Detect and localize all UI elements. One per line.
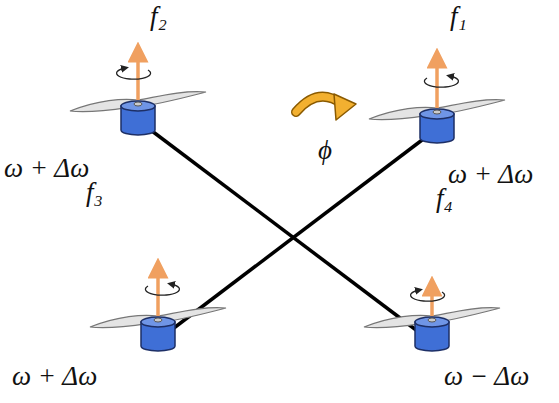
force-label: f₂ — [150, 2, 167, 32]
rotor-speed-label: ω + Δω — [12, 362, 97, 392]
rotation-arrow — [411, 290, 445, 301]
frame-arm — [148, 128, 424, 336]
force-label: f₃ — [86, 178, 103, 208]
roll-arrow — [296, 94, 356, 120]
rotor-speed-label: ω + Δω — [448, 160, 533, 190]
force-label: f₄ — [436, 184, 453, 214]
thrust-arrow — [136, 52, 140, 100]
rotation-arrow — [424, 76, 458, 87]
thrust-arrow — [156, 268, 160, 316]
thrust-arrow — [435, 58, 439, 108]
rotation-arrow — [145, 284, 179, 295]
rotation-arrow — [117, 68, 151, 79]
frame-arm — [166, 134, 430, 334]
rotor-speed-label: ω + Δω — [4, 154, 89, 184]
rotor-speed-label: ω − Δω — [444, 362, 529, 392]
force-label: f₁ — [450, 2, 467, 32]
roll-angle-label: ϕ — [318, 136, 332, 166]
